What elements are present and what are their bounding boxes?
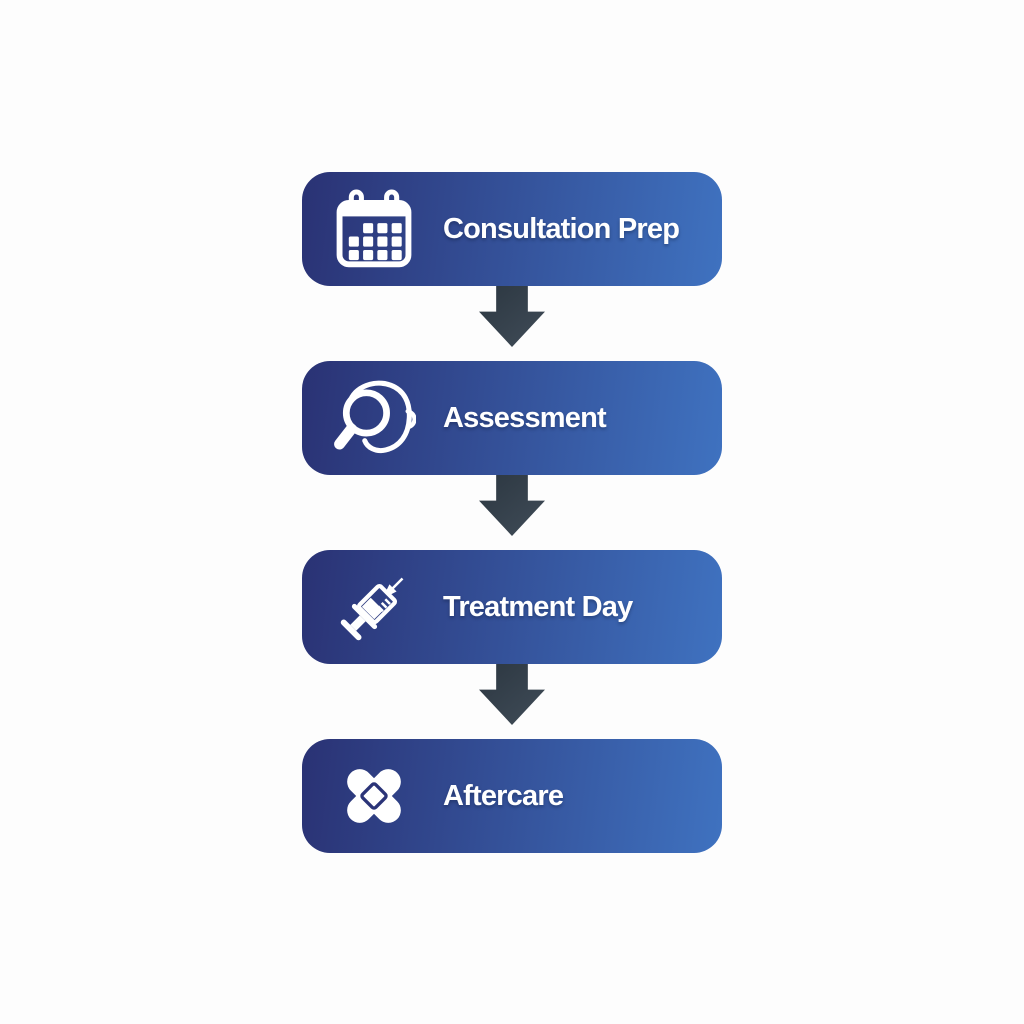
treatment-flowchart: Consultation Prep Assessment [302,172,722,853]
down-arrow [479,664,545,725]
step-label: Assessment [443,401,607,434]
step-label: Aftercare [443,779,564,812]
down-arrow [479,475,545,536]
step-label: Consultation Prep [443,212,680,245]
step-aftercare: Aftercare [302,739,722,853]
down-arrow [479,286,545,347]
step-treatment-day: Treatment Day [302,550,722,664]
calendar-icon [332,183,416,275]
syringe-icon [332,561,416,653]
step-label: Treatment Day [443,590,633,623]
magnifier-ear-icon [332,372,416,464]
step-consultation-prep: Consultation Prep [302,172,722,286]
step-assessment: Assessment [302,361,722,475]
crossed-bandages-icon [332,750,416,842]
